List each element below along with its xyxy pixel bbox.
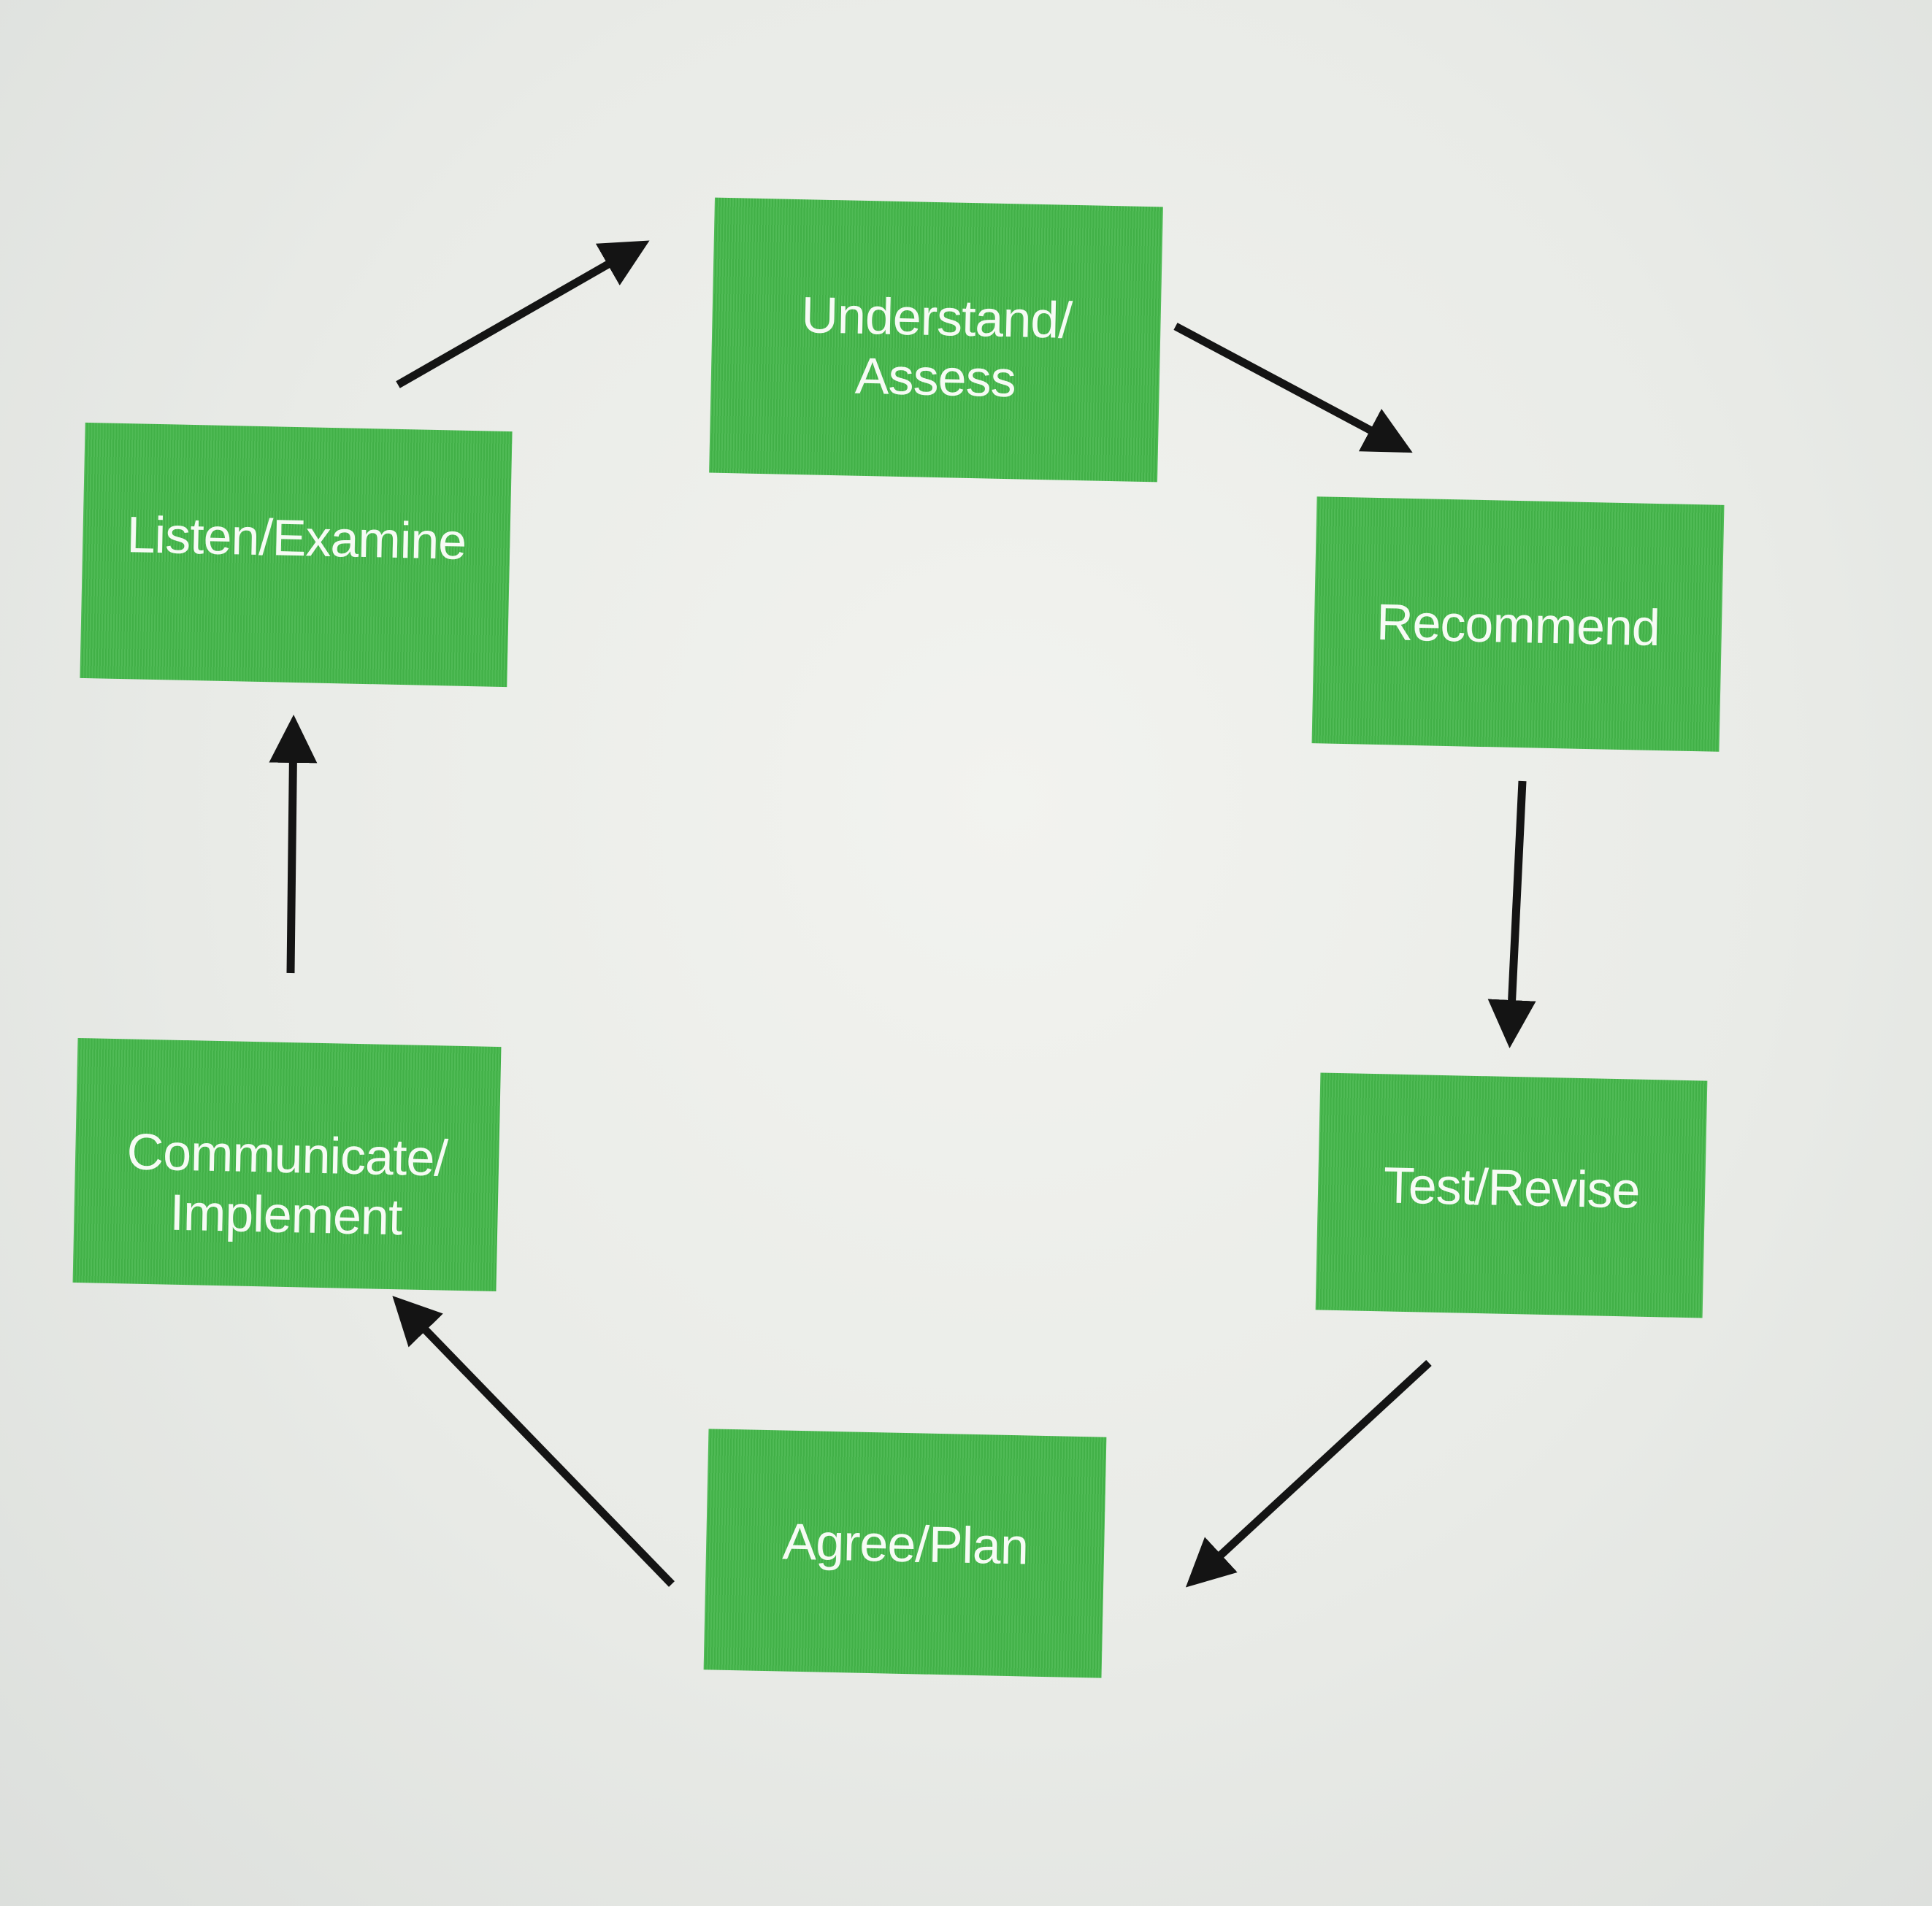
step-listen-examine: Listen/Examine <box>80 422 513 688</box>
step-understand-assess: Understand/ Assess <box>709 197 1163 483</box>
step-label: Agree/Plan <box>781 1513 1029 1575</box>
step-label: Understand/ Assess <box>800 286 1073 408</box>
step-recommend: Recommend <box>1311 496 1725 752</box>
arrow-listen-to-understand <box>396 240 650 388</box>
arrow-recommend-to-test <box>1487 780 1536 1048</box>
arrow-agree-to-communicate <box>392 1296 675 1587</box>
arrow-test-to-agree <box>1185 1359 1432 1588</box>
arrow-communicate-to-listen <box>269 715 318 974</box>
step-label: Communicate/ Implement <box>126 1123 448 1246</box>
step-label: Test/Revise <box>1383 1156 1641 1219</box>
step-label: Listen/Examine <box>126 506 467 570</box>
arrow-understand-to-recommend <box>1173 323 1413 453</box>
step-test-revise: Test/Revise <box>1315 1072 1708 1318</box>
step-agree-plan: Agree/Plan <box>703 1429 1107 1678</box>
step-label: Recommend <box>1376 593 1660 656</box>
step-communicate-implement: Communicate/ Implement <box>72 1037 502 1292</box>
